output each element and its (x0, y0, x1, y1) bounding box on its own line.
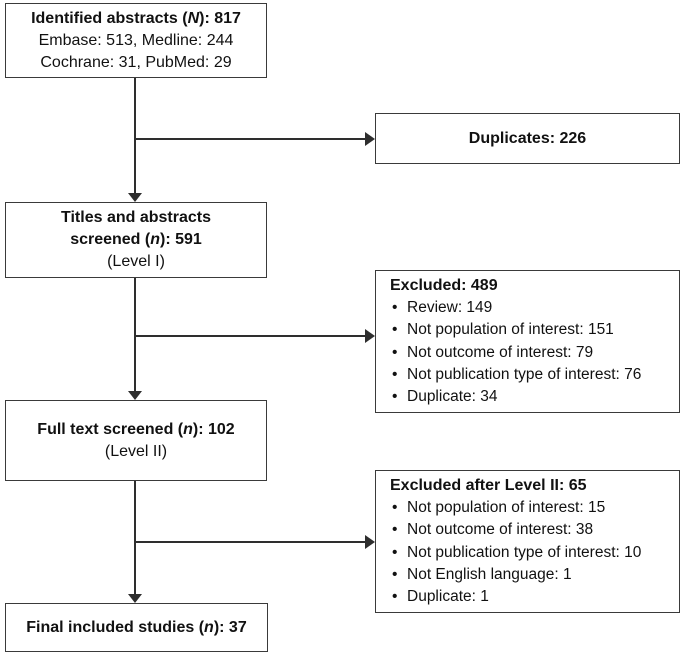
final-included-title: Final included studies (n): 37 (26, 618, 247, 636)
n-variable: n (150, 231, 161, 248)
excluded-level2-reasons-list: Not population of interest: 15Not outcom… (390, 497, 665, 608)
arrow-down-icon (128, 391, 142, 400)
titles-screened-title-line2: screened (n): 591 (70, 231, 202, 248)
n-variable: n (204, 618, 214, 636)
exclusion-reason-item: Not population of interest: 15 (390, 497, 665, 519)
exclusion-reason-item: Not population of interest: 151 (390, 319, 665, 341)
arrow-down-icon (128, 594, 142, 603)
exclusion-reason-item: Review: 149 (390, 297, 665, 319)
excluded-level1-reasons-list: Review: 149Not population of interest: 1… (390, 297, 665, 408)
connector-to-excluded-level1 (135, 335, 366, 337)
arrow-right-icon (365, 132, 375, 146)
connector-identified-to-titles (134, 78, 136, 194)
titles-abstracts-screened-box: Titles and abstracts screened (n): 591 (… (5, 202, 267, 278)
n-variable: n (183, 420, 193, 438)
arrow-down-icon (128, 193, 142, 202)
level1-label: (Level I) (107, 253, 165, 270)
identified-sources-line2: Cochrane: 31, PubMed: 29 (40, 53, 232, 71)
arrow-right-icon (365, 329, 375, 343)
excluded-level2-box: Excluded after Level II: 65 Not populati… (375, 470, 680, 613)
connector-to-excluded-level2 (135, 541, 366, 543)
exclusion-reason-item: Duplicate: 1 (390, 586, 665, 608)
exclusion-reason-item: Not publication type of interest: 10 (390, 542, 665, 564)
exclusion-reason-item: Not English language: 1 (390, 564, 665, 586)
excluded-level1-heading: Excluded: 489 (390, 276, 498, 294)
connector-fulltext-to-final (134, 481, 136, 595)
fulltext-screened-title: Full text screened (n): 102 (37, 420, 235, 438)
exclusion-reason-item: Not outcome of interest: 79 (390, 342, 665, 364)
connector-to-duplicates (135, 138, 366, 140)
identified-abstracts-box: Identified abstracts (N): 817 Embase: 51… (5, 3, 267, 78)
excluded-level1-box: Excluded: 489 Review: 149Not population … (375, 270, 680, 413)
exclusion-reason-item: Duplicate: 34 (390, 386, 665, 408)
duplicates-label: Duplicates: 226 (468, 129, 587, 147)
identified-sources-line1: Embase: 513, Medline: 244 (38, 31, 234, 49)
identified-abstracts-title: Identified abstracts (N): 817 (31, 9, 241, 27)
titles-screened-title-line1: Titles and abstracts (61, 209, 211, 226)
excluded-level2-heading: Excluded after Level II: 65 (390, 476, 587, 494)
n-variable: N (187, 9, 200, 27)
level2-label: (Level II) (104, 442, 168, 460)
exclusion-reason-item: Not outcome of interest: 38 (390, 519, 665, 541)
arrow-right-icon (365, 535, 375, 549)
fulltext-screened-box: Full text screened (n): 102 (Level II) (5, 400, 267, 481)
duplicates-box: Duplicates: 226 (375, 113, 680, 164)
exclusion-reason-item: Not publication type of interest: 76 (390, 364, 665, 386)
final-included-box: Final included studies (n): 37 (5, 603, 268, 652)
